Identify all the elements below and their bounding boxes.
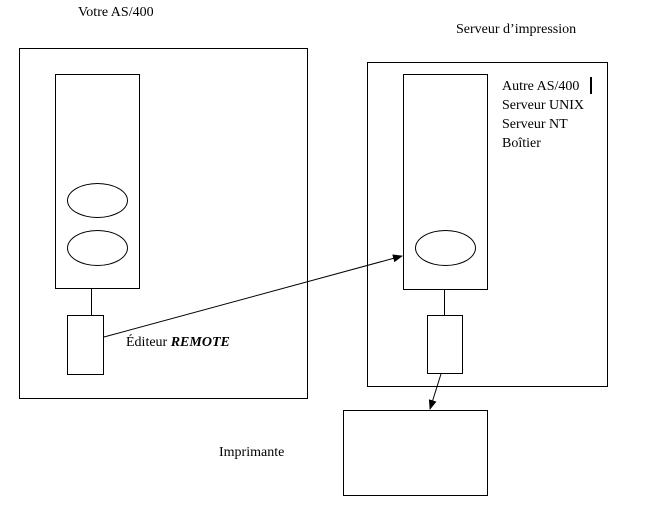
left-unit-disk-bottom	[67, 230, 128, 266]
printer-output-arrow	[428, 373, 442, 410]
writer-label-emphasis: REMOTE	[170, 335, 230, 350]
left-system-title: Votre AS/400	[78, 5, 154, 20]
remote-writer-arrow	[103, 254, 403, 338]
printer-box	[343, 410, 488, 496]
right-unit-disk	[415, 230, 476, 266]
text-cursor	[590, 77, 592, 94]
writer-box	[67, 315, 104, 375]
left-unit-disk-top	[67, 183, 128, 218]
destination-list: Autre AS/400 Serveur UNIX Serveur NT Boî…	[502, 77, 584, 153]
right-system-frame	[367, 62, 608, 387]
right-system-title: Serveur d’impression	[456, 22, 577, 37]
left-system-unit	[55, 74, 140, 289]
right-system-unit	[403, 74, 488, 290]
left-system-frame	[19, 48, 308, 399]
writer-label: Éditeur REMOTE	[126, 335, 230, 351]
right-output-box	[427, 315, 463, 374]
printer-label: Imprimante	[219, 445, 285, 460]
destination-item: Autre AS/400	[502, 79, 580, 94]
writer-label-prefix: Éditeur	[126, 335, 171, 350]
left-connector-line	[91, 289, 92, 315]
destination-item: Boîtier	[502, 136, 541, 151]
right-connector-line	[444, 290, 445, 315]
destination-item: Serveur UNIX	[502, 98, 585, 113]
destination-item: Serveur NT	[502, 117, 568, 132]
